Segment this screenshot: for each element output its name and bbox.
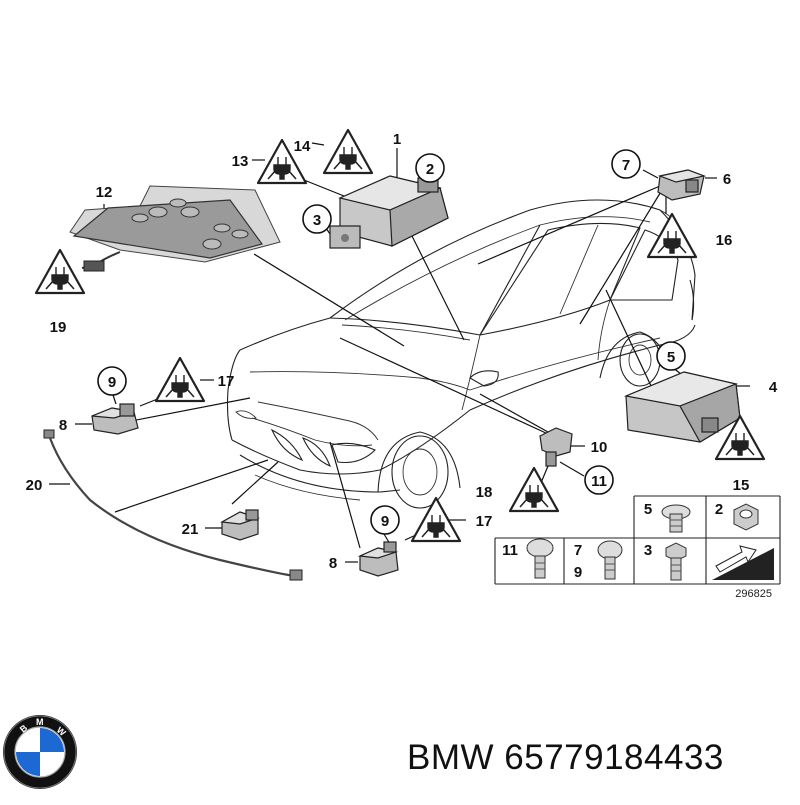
bolt-3-icon — [665, 542, 687, 581]
callout-14: 14 — [294, 138, 311, 155]
callout-15: 15 — [733, 477, 750, 494]
leader-lines — [49, 142, 750, 563]
callout-9-upper: 9 — [108, 374, 116, 391]
callout-1: 1 — [393, 131, 401, 148]
callout-20: 20 — [26, 477, 43, 494]
table-cell-5: 5 — [644, 501, 652, 518]
bolt-5-icon — [661, 504, 691, 533]
bolt-11-icon — [526, 538, 554, 579]
part-4-control-unit — [623, 371, 741, 443]
callout-18: 18 — [476, 484, 493, 501]
callout-12: 12 — [96, 184, 113, 201]
table-cell-2: 2 — [715, 501, 723, 518]
part-number-caption: BMW 65779184433 — [407, 738, 724, 777]
circled-callouts — [97, 149, 686, 535]
bolt-7-9-icon — [597, 540, 623, 580]
part-1-control-unit — [329, 175, 449, 249]
car-outline — [226, 199, 696, 509]
callout-8-upper: 8 — [59, 417, 67, 434]
table-cell-11: 11 — [502, 542, 518, 559]
drawing-number: 296825 — [735, 588, 772, 600]
fastener-table: 5 2 11 7 9 3 — [494, 495, 781, 600]
svg-text:B: B — [18, 722, 30, 734]
callout-2: 2 — [426, 161, 434, 178]
warning-icon-18 — [508, 466, 560, 513]
part-8-sensor-lower — [357, 541, 399, 577]
part-20-cable — [43, 429, 303, 581]
callout-7: 7 — [622, 157, 630, 174]
callout-3: 3 — [313, 212, 321, 229]
part-12-seat-mat — [69, 185, 281, 272]
warning-icon-14 — [322, 128, 374, 175]
warning-icon-17-upper — [154, 356, 206, 403]
callout-19: 19 — [50, 319, 67, 336]
callout-labels: 1 2 3 4 5 6 7 8 8 9 9 10 11 12 13 14 15 … — [26, 131, 778, 572]
part-10-sensor — [539, 427, 573, 467]
callout-17-upper: 17 — [218, 373, 235, 390]
nut-2-icon — [733, 503, 759, 531]
table-cell-9: 9 — [574, 564, 582, 581]
callout-17-lower: 17 — [476, 513, 493, 530]
callout-13: 13 — [232, 153, 249, 170]
part-6-sensor — [657, 169, 707, 201]
part-8-sensor-upper — [91, 403, 139, 435]
callout-10: 10 — [591, 439, 608, 456]
table-cell-3: 3 — [644, 542, 652, 559]
callout-6: 6 — [723, 171, 731, 188]
callout-16: 16 — [716, 232, 733, 249]
callout-5: 5 — [667, 349, 675, 366]
svg-text:M: M — [36, 717, 44, 727]
warning-icon-19 — [34, 248, 86, 295]
warning-icon-16 — [646, 212, 698, 259]
part-21-sensor — [220, 509, 260, 541]
callout-9-lower: 9 — [381, 513, 389, 530]
callout-11: 11 — [591, 473, 607, 490]
callout-4: 4 — [769, 379, 778, 396]
callout-21: 21 — [182, 521, 199, 538]
callout-8-lower: 8 — [329, 555, 337, 572]
bmw-logo: B M W — [3, 715, 77, 789]
direction-arrow-icon — [712, 545, 774, 580]
table-cell-7: 7 — [574, 542, 582, 559]
